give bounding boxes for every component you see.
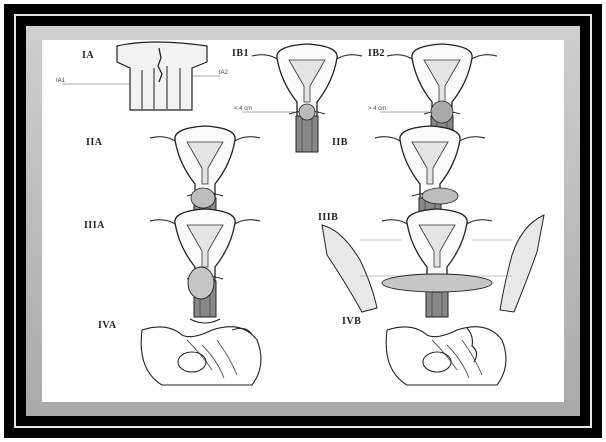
- panel-label-iiib: IIIB: [318, 212, 338, 223]
- panel-ib1-drawing: [242, 44, 362, 152]
- figure-canvas: IA IA1 IA2 IB1 < 4 cm IB2 > 4 cm IIA IIB…: [42, 40, 564, 402]
- annotation-ia1: IA1: [56, 78, 65, 84]
- panel-label-ib1: IB1: [232, 48, 249, 59]
- panel-iiia-drawing: [150, 209, 260, 323]
- panel-iiib-drawing: [322, 209, 544, 317]
- panel-label-iiia: IIIA: [84, 220, 105, 231]
- panel-label-iva: IVA: [98, 320, 117, 331]
- panel-iva-drawing: [141, 327, 261, 385]
- annotation-ib2-size: > 4 cm: [368, 106, 386, 112]
- panel-label-ia: IA: [82, 50, 94, 61]
- annotation-ia2: IA2: [219, 70, 228, 76]
- panel-ivb-drawing: [386, 327, 506, 385]
- panel-label-ivb: IVB: [342, 316, 361, 327]
- panel-label-iib: IIB: [332, 137, 348, 148]
- annotation-ib1-size: < 4 cm: [234, 106, 252, 112]
- anatomy-drawings: [42, 40, 564, 402]
- panel-label-iia: IIA: [86, 137, 103, 148]
- panel-label-ib2: IB2: [368, 48, 385, 59]
